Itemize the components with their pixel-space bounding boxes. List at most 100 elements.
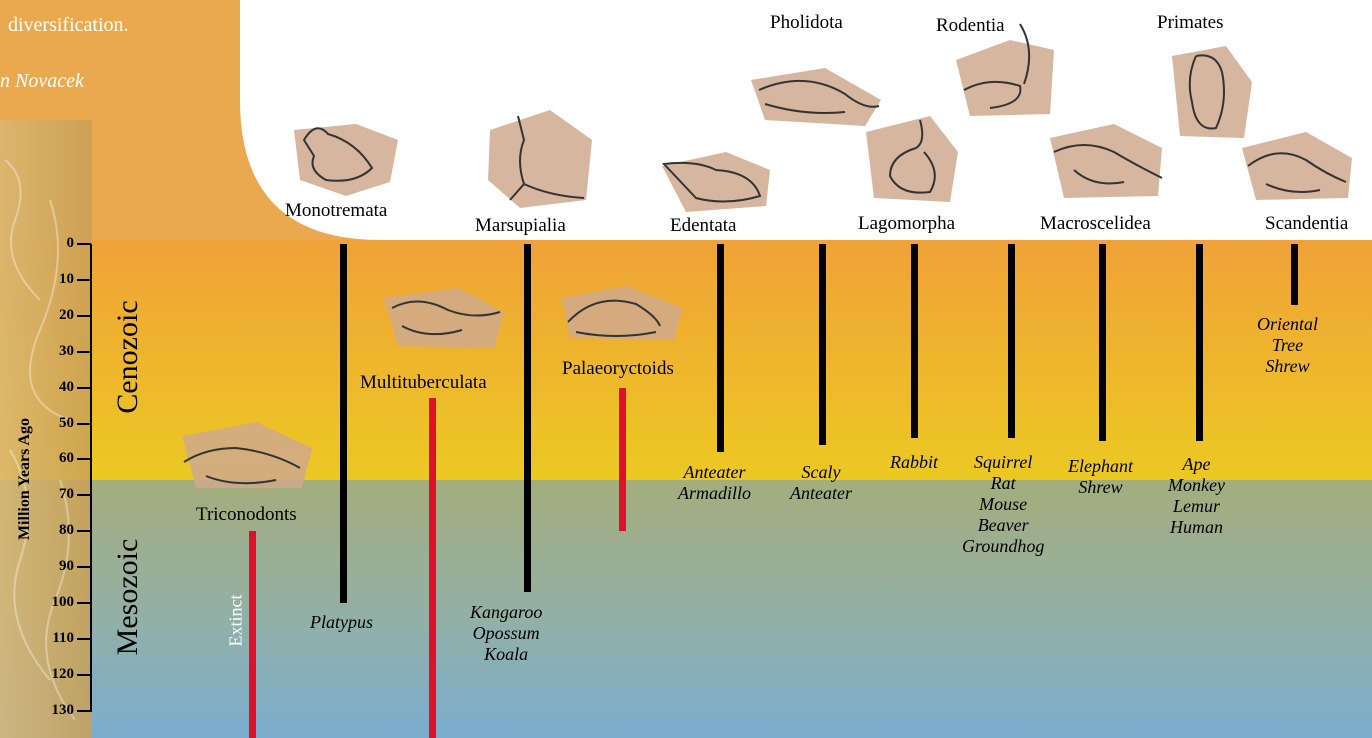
example-species: Oriental [1257,314,1318,335]
order-label-palaeoryctoids: Palaeoryctoids [562,358,674,380]
kangaroo-sketch [480,100,600,210]
lineage-bar-triconodonts [249,531,256,738]
lineage-bar-scandentia [1291,244,1298,305]
order-label-primates: Primates [1157,12,1224,34]
example-species: Groundhog [962,536,1044,557]
example-species: Ape [1168,454,1225,475]
axis-tick-label: 30 [34,343,74,360]
axis-tick [77,279,91,281]
order-label-monotremata: Monotremata [285,200,387,222]
axis-tick-label: 120 [34,666,74,683]
rabbit-sketch [860,112,960,207]
order-label-triconodonts: Triconodonts [196,504,297,526]
order-label-scandentia: Scandentia [1265,213,1348,235]
axis-tick [77,458,91,460]
order-label-marsupialia: Marsupialia [475,215,566,237]
anteater-sketch [656,140,776,215]
axis-tick-label: 80 [34,522,74,539]
axis-tick-label: 70 [34,486,74,503]
example-species: Scaly [790,462,852,483]
axis-tick [77,710,91,712]
example-species: Squirrel [962,452,1044,473]
example-species: Beaver [962,515,1044,536]
lineage-bar-macroscelidea [1099,244,1106,441]
axis-tick-label: 60 [34,450,74,467]
example-species: Elephant [1068,456,1133,477]
axis-tick [77,351,91,353]
axis-tick [77,423,91,425]
extinct-label: Extinct [226,581,247,661]
lineage-bar-edentata [717,244,724,452]
example-species: Armadillo [678,483,751,504]
axis-tick [77,602,91,604]
order-label-macroscelidea: Macroscelidea [1040,213,1151,235]
example-species: Shrew [1257,356,1318,377]
example-species: Lemur [1168,496,1225,517]
order-label-edentata: Edentata [670,215,736,237]
lineage-bar-lagomorpha [911,244,918,438]
axis-tick [77,674,91,676]
axis-tick-label: 90 [34,558,74,575]
multituberculate-sketch [378,284,508,354]
lineage-bar-primates [1196,244,1203,441]
axis-tick-label: 0 [34,235,74,252]
lineage-bar-rodentia [1008,244,1015,438]
lineage-bar-multituberculata [429,398,436,738]
axis-label: Million Years Ago [16,399,34,559]
lineage-bar-palaeoryctoids [619,388,626,532]
axis-tick [77,566,91,568]
order-label-lagomorpha: Lagomorpha [858,213,955,235]
lineage-bar-pholidota [819,244,826,445]
example-species: Rabbit [890,452,938,473]
example-species: Mouse [962,494,1044,515]
order-label-multituberculata: Multituberculata [360,372,487,394]
axis-tick [77,530,91,532]
axis-tick-label: 100 [34,594,74,611]
lineage-bar-marsupialia [524,244,531,592]
example-species: Anteater [678,462,751,483]
example-species: Koala [470,644,542,665]
example-species: Shrew [1068,477,1133,498]
order-label-pholidota: Pholidota [770,12,843,34]
example-species: Opossum [470,623,542,644]
axis-tick-label: 20 [34,307,74,324]
example-species: Monkey [1168,475,1225,496]
era-cenozoic: Cenozoic [111,287,145,427]
examples-lagomorpha: Rabbit [890,452,938,473]
axis-tick [77,315,91,317]
axis-tick-label: 110 [34,630,74,647]
axis-tick [77,494,91,496]
example-species: Kangaroo [470,602,542,623]
axis-tick-label: 40 [34,379,74,396]
intro-text-fragment: diversification. [8,14,129,37]
axis-tick [77,638,91,640]
axis-tick-label: 10 [34,271,74,288]
author-fragment: n Novacek [0,70,84,93]
squirrel-sketch [950,20,1060,120]
axis-tick-label: 130 [34,702,74,719]
example-species: Tree [1257,335,1318,356]
lineage-bar-monotremata [340,244,347,603]
example-species: Platypus [310,612,373,633]
platypus-sketch [286,110,406,200]
elephant-shrew-sketch [1044,118,1169,203]
palaeoryctoid-sketch [556,282,686,344]
example-species: Human [1168,517,1225,538]
example-species: Anteater [790,483,852,504]
tree-shrew-sketch [1236,124,1356,204]
triconodont-sketch [176,418,316,494]
example-species: Rat [962,473,1044,494]
examples-monotremata: Platypus [310,612,373,633]
era-mesozoic: Mesozoic [111,527,145,667]
axis-tick [77,243,91,245]
axis-tick [77,387,91,389]
axis-tick-label: 50 [34,415,74,432]
